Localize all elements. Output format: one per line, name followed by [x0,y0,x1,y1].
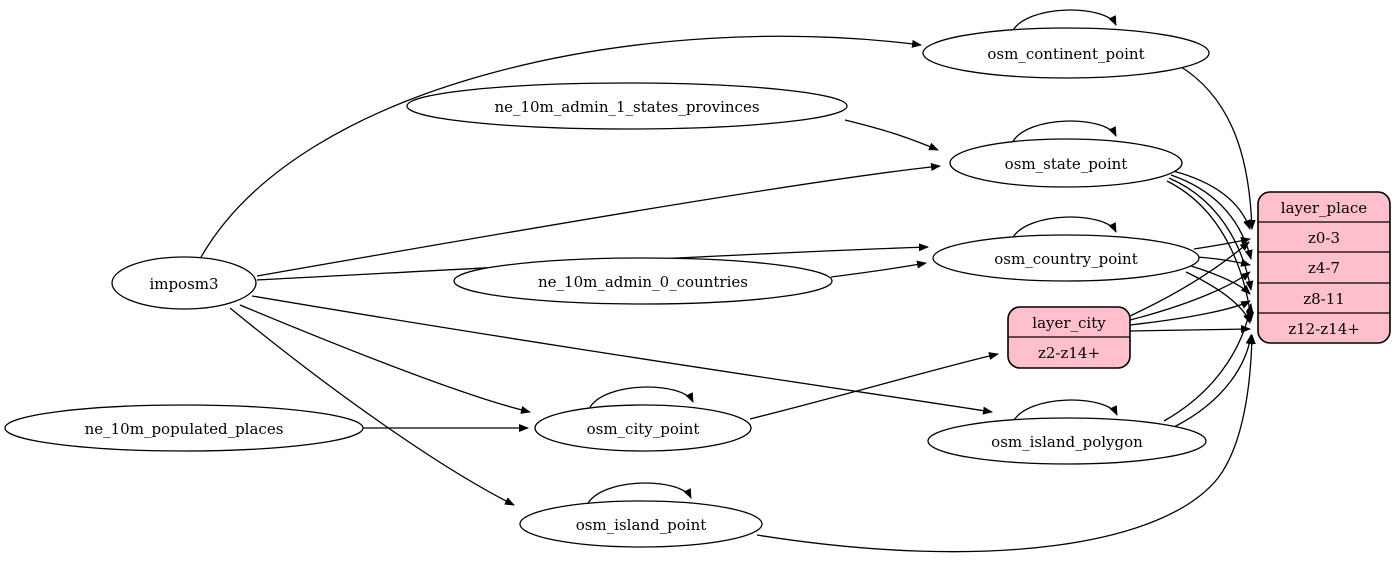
osm-country-point-shape [932,234,1200,282]
node-osm-city-point: osm_city_point [534,404,752,452]
edge-imposm3-osm-island-polygon [251,295,993,415]
node-imposm3: imposm3 [111,256,257,310]
osm-island-polygon-label: osm_island_polygon [991,433,1143,451]
imposm3-shape [111,256,257,310]
node-ne-10m-populated-places: ne_10m_populated_places [4,404,364,452]
edge-osm-city-point-layer-city [749,352,999,420]
layer-place-title: layer_place [1281,199,1368,217]
ne0-label: ne_10m_admin_0_countries [538,273,748,291]
edge-imposm3-osm-city-point [239,304,531,414]
edge-imposm3-osm-island-point [229,307,515,506]
layer-place-shape [1257,191,1391,344]
edge-osm-island-polygon-z12-z14 [1173,334,1254,428]
ne0-shape [453,257,833,305]
edge-layer-city-z4-7 [1129,271,1251,321]
node-osm-island-polygon: osm_island_polygon [927,417,1207,465]
osm-continent-point-label: osm_continent_point [987,45,1144,63]
osm-state-point-shape [949,138,1183,188]
osm-island-polygon-shape [927,417,1207,465]
selfloop-osm-island-polygon [1012,399,1118,423]
layer-city-title: layer_city [1032,314,1106,332]
ne1-label: ne_10m_admin_1_states_provinces [494,98,759,116]
osm-country-point-label: osm_country_point [994,250,1138,268]
edge-ne1-osm-state-point [844,119,939,151]
selfloop-osm-city-point [588,386,694,410]
layer-place-row-z12-z14: z12-z14+ [1288,320,1360,338]
edge-osm-country-point-z0-3 [1193,236,1251,250]
edge-osm-island-point-z12-z14 [756,334,1256,553]
layer-place-row-z0-3: z0-3 [1308,229,1340,247]
layer-place-row-z4-7: z4-7 [1308,259,1340,277]
nepop-label: ne_10m_populated_places [85,420,284,438]
node-ne-10m-admin-1-states-provinces: ne_10m_admin_1_states_provinces [406,82,848,130]
osm-city-point-label: osm_city_point [587,420,700,438]
edge-ne0-osm-country-point [830,260,927,278]
osm-island-point-label: osm_island_point [576,516,707,534]
edge-osm-continent-point-z0-3 [1177,64,1256,230]
selfloop-osm-island-point [586,482,692,506]
selfloop-osm-state-point [1011,120,1117,144]
node-osm-island-point: osm_island_point [519,500,763,548]
node-osm-state-point: osm_state_point [949,138,1183,188]
edge-osm-state-point-z0-3 [1172,170,1251,230]
layer-place-row-z8-11: z8-11 [1303,290,1345,308]
layer-city-row-z2-z14: z2-z14+ [1038,344,1100,362]
node-osm-continent-point: osm_continent_point [922,27,1210,79]
nepop-shape [4,404,364,452]
edge-group [199,9,1256,553]
node-layer-place: layer_place z0-3 z4-7 z8-11 z12-z14+ [1257,191,1391,344]
edge-layer-city-z12-z14 [1129,325,1251,334]
node-osm-country-point: osm_country_point [932,234,1200,282]
selfloop-osm-continent-point [1011,9,1117,33]
node-layer-city: layer_city z2-z14+ [1007,306,1131,369]
node-ne-10m-admin-0-countries: ne_10m_admin_0_countries [453,257,833,305]
edge-osm-island-polygon-z8-11 [1163,303,1254,422]
osm-continent-point-shape [922,27,1210,79]
edge-imposm3-osm-continent-point [199,35,922,260]
ne1-shape [406,82,848,130]
edge-osm-country-point-z8-11 [1190,265,1251,295]
osm-state-point-label: osm_state_point [1005,155,1128,173]
imposm3-label: imposm3 [149,275,218,293]
osm-city-point-shape [534,404,752,452]
selfloop-osm-country-point [1011,216,1117,240]
edge-imposm3-osm-state-point [256,162,941,277]
edge-layer-city-z0-3 [1129,241,1250,317]
edge-osm-country-point-z4-7 [1196,256,1251,267]
osm-island-point-shape [519,500,763,548]
edge-layer-city-z8-11 [1129,300,1251,326]
